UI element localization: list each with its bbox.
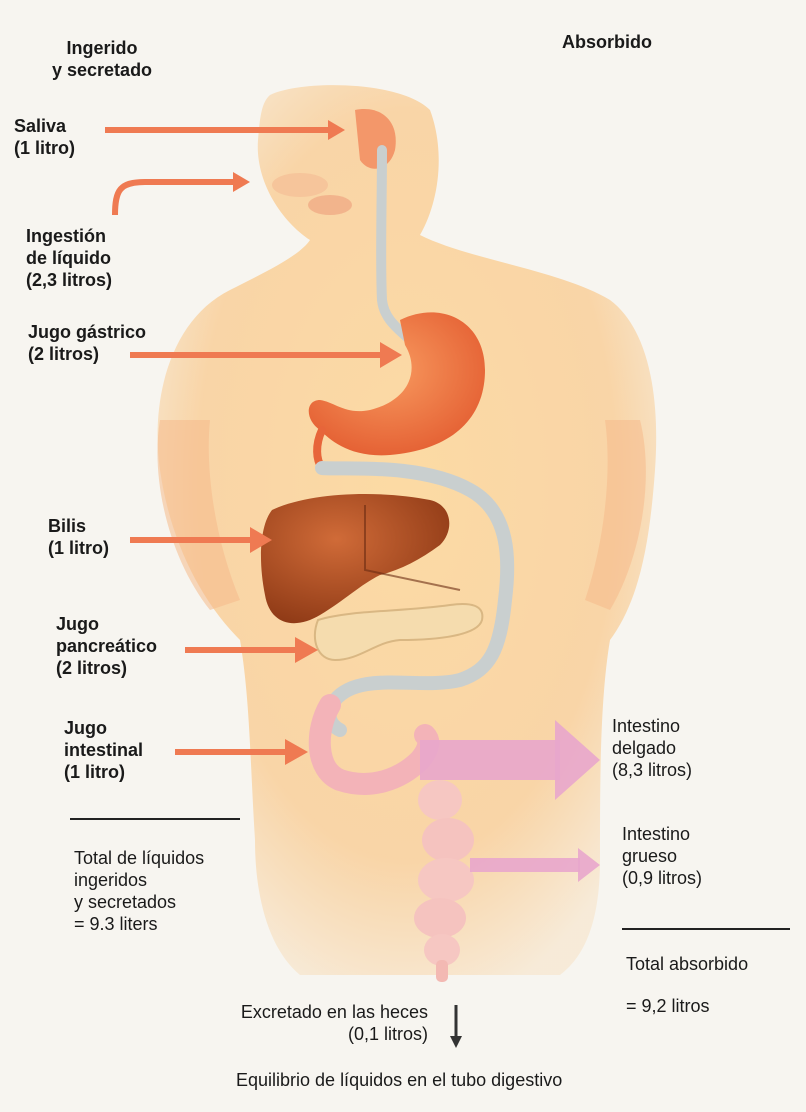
figure-caption: Equilibrio de líquidos en el tubo digest… [236, 1070, 562, 1091]
arrow-excretion [450, 1005, 462, 1048]
label-excreted: Excretado en las heces (0,1 litros) [160, 1002, 428, 1046]
label-saliva: Saliva (1 litro) [14, 116, 75, 160]
label-delgado: Intestino delgado (8,3 litros) [612, 716, 692, 782]
label-bilis: Bilis (1 litro) [48, 516, 109, 560]
left-total-rule [70, 818, 240, 820]
label-gastrico: Jugo gástrico (2 litros) [28, 322, 146, 366]
label-pancreatico: Jugo pancreático (2 litros) [56, 614, 157, 680]
label-ingestion: Ingestión de líquido (2,3 litros) [26, 226, 112, 292]
label-intestinal: Jugo intestinal (1 litro) [64, 718, 143, 784]
header-left: Ingerido y secretado [52, 38, 152, 82]
arrow-intestinal [175, 739, 308, 765]
label-total-left: Total de líquidos ingeridos y secretados… [74, 848, 204, 936]
label-total-right-1: Total absorbido [626, 954, 748, 976]
label-total-right-2: = 9,2 litros [626, 996, 710, 1018]
label-grueso: Intestino grueso (0,9 litros) [622, 824, 702, 890]
arrow-ingestion [115, 172, 250, 215]
right-total-rule [622, 928, 790, 930]
header-right: Absorbido [562, 32, 652, 54]
